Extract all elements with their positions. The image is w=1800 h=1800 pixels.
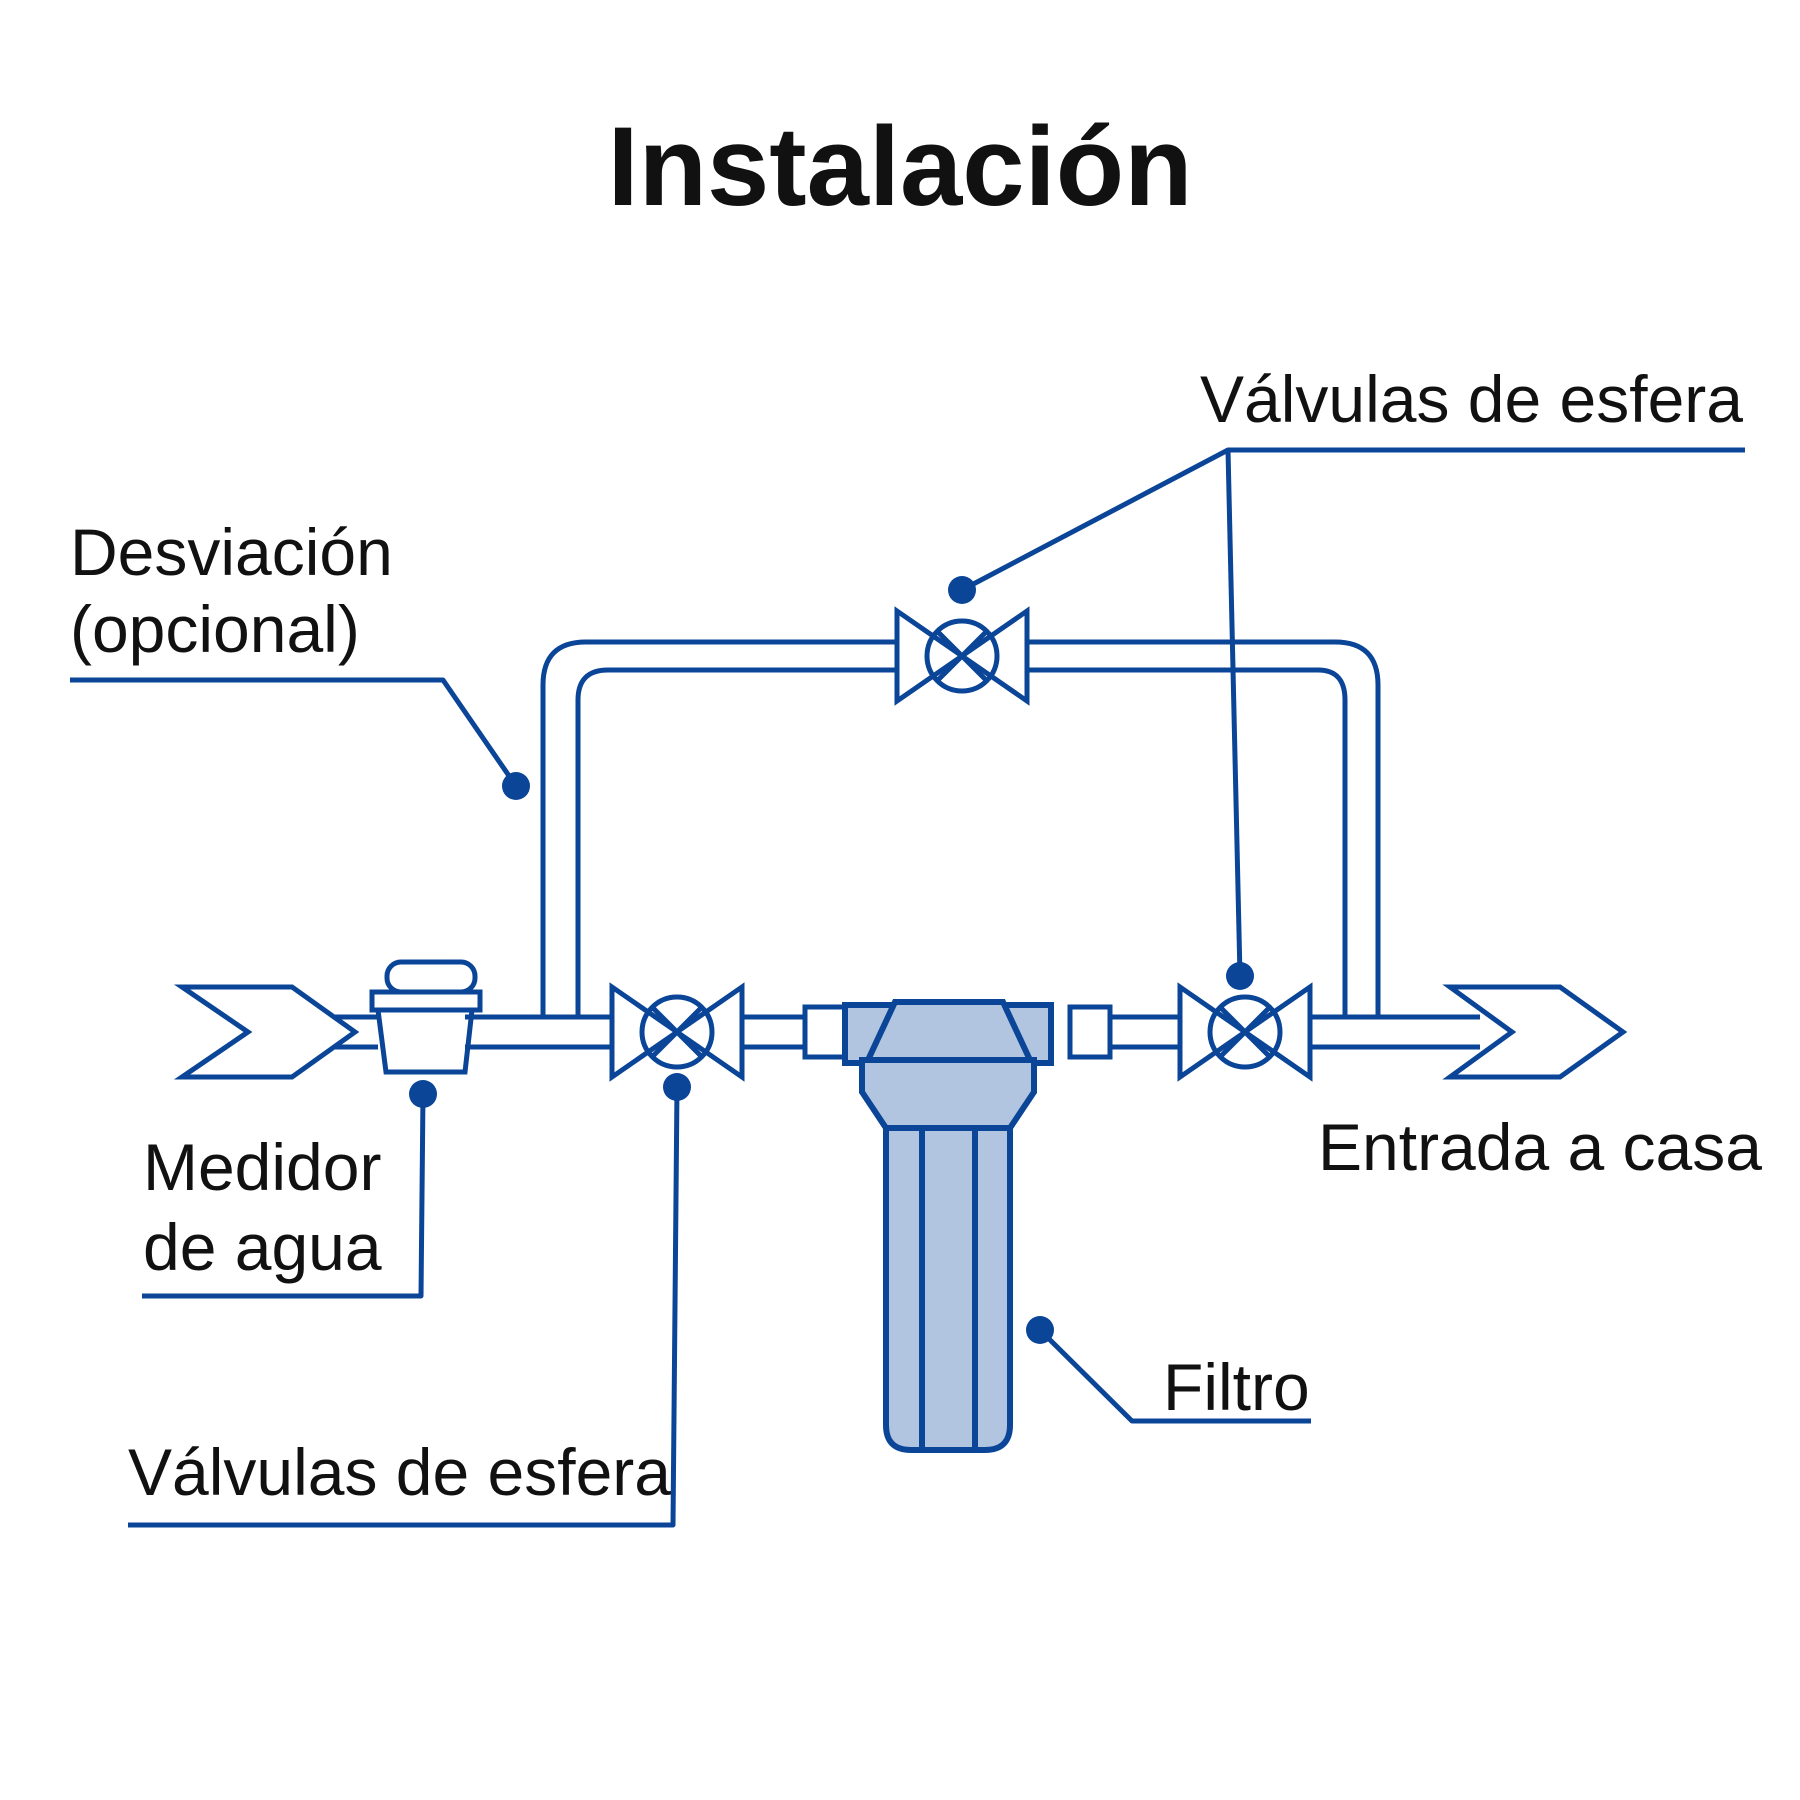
coupling-right-icon [1067, 1004, 1113, 1060]
leader-valves-bottom [128, 1086, 680, 1528]
outlet-arrow-icon [1442, 984, 1628, 1080]
bypass-pipe [540, 639, 1381, 1017]
house-inlet-label: Entrada a casa [1318, 1110, 1762, 1184]
diagram-title: Instalación [607, 104, 1192, 229]
leader-lines [70, 447, 1745, 1528]
valves-top-label: Válvulas de esfera [1200, 362, 1743, 436]
filter-housing-icon [842, 999, 1054, 1453]
ball-valve-left-icon [609, 982, 745, 1082]
ball-valve-bypass-icon [894, 606, 1030, 706]
meter-label-line1: Medidor [143, 1130, 381, 1204]
ball-valve-right-icon [1177, 982, 1313, 1082]
main-pipe [335, 1014, 1480, 1050]
leader-valves-top-right [1225, 449, 1243, 977]
leader-meter [142, 1093, 426, 1299]
bypass-label-line1: Desviación [70, 515, 393, 589]
leader-bypass [70, 677, 519, 788]
inlet-arrow-icon [173, 984, 360, 1080]
water-meter-icon [369, 959, 483, 1075]
filter-label: Filtro [1163, 1350, 1310, 1424]
leader-filter [1038, 1328, 1311, 1424]
bypass-label-line2: (opcional) [70, 592, 360, 666]
meter-label-line2: de agua [143, 1210, 382, 1284]
leader-dots [409, 576, 1254, 1344]
valves-bottom-label: Válvulas de esfera [128, 1435, 671, 1509]
coupling-left-icon [802, 1004, 848, 1060]
leader-valves-top [960, 447, 1745, 593]
